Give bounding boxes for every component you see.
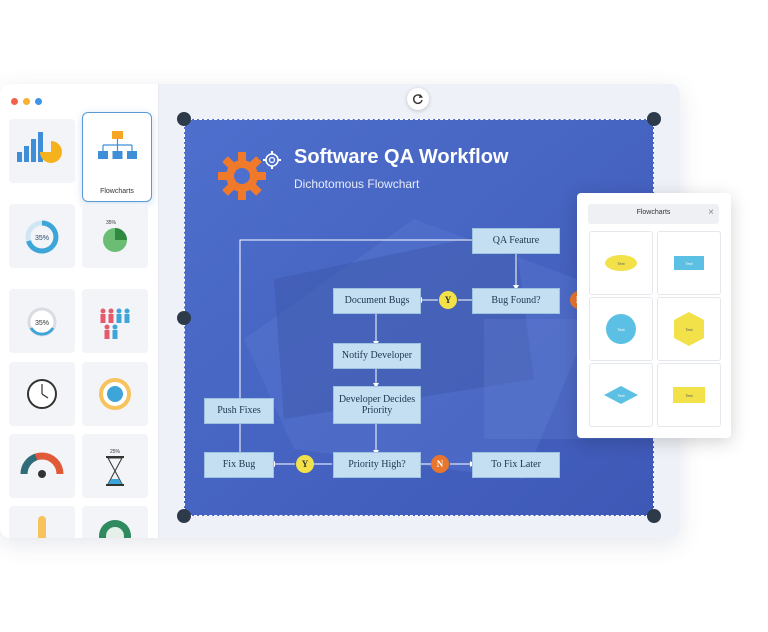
yes-marker[interactable]: Y	[439, 291, 457, 309]
svg-text:Text: Text	[617, 327, 625, 332]
rectangle-shape-icon: Text	[674, 256, 704, 270]
template-people-chart[interactable]	[82, 289, 148, 353]
pie-chart-icon: 35%	[103, 220, 127, 252]
template-thermometer[interactable]	[9, 506, 75, 538]
diamond-shape-icon: Text	[604, 386, 638, 404]
node-developer-decides[interactable]: Developer Decides Priority	[333, 386, 421, 424]
svg-text:35%: 35%	[35, 320, 49, 327]
circle-shape-icon: Text	[606, 314, 636, 344]
clock-icon	[27, 379, 57, 409]
panel-title: Flowcharts	[636, 209, 671, 216]
shape-diamond[interactable]: Text	[589, 363, 653, 427]
flowcharts-shape-panel: Flowcharts × Text Text Text Text Text	[577, 193, 731, 438]
node-document-bugs[interactable]: Document Bugs	[333, 288, 421, 314]
people-icon	[100, 308, 130, 339]
svg-text:Text: Text	[685, 327, 693, 332]
resize-handle-bottom-left[interactable]	[177, 509, 191, 523]
resize-handle-bottom-right[interactable]	[647, 509, 661, 523]
thermometer-icon	[38, 516, 46, 538]
poster-subtitle[interactable]: Dichotomous Flowchart	[294, 177, 420, 191]
small-gear-icon	[263, 151, 281, 169]
close-dot[interactable]	[11, 98, 18, 105]
shape-circle[interactable]: Text	[589, 297, 653, 361]
maximize-dot[interactable]	[35, 98, 42, 105]
shape-hexagon[interactable]: Text	[657, 297, 721, 361]
shape-rectangle-yellow[interactable]: Text	[657, 363, 721, 427]
shape-ellipse[interactable]: Text	[589, 231, 653, 295]
template-pie[interactable]: 35%	[82, 204, 148, 268]
resize-handle-left[interactable]	[177, 311, 191, 325]
resize-handle-top-right[interactable]	[647, 112, 661, 126]
flowchart-icon	[98, 131, 137, 159]
svg-text:Text: Text	[685, 261, 693, 266]
yes-marker[interactable]: Y	[296, 455, 314, 473]
template-ring-gauge[interactable]: 35%	[9, 289, 75, 353]
rotate-button[interactable]	[407, 88, 429, 110]
minimize-dot[interactable]	[23, 98, 30, 105]
rectangle-shape-icon: Text	[673, 387, 705, 403]
template-radial[interactable]	[82, 362, 148, 426]
close-icon[interactable]: ×	[708, 207, 714, 218]
template-speedometer[interactable]	[9, 434, 75, 498]
poster-background	[184, 119, 654, 516]
node-notify-developer[interactable]: Notify Developer	[333, 343, 421, 369]
node-qa-feature[interactable]: QA Feature	[472, 228, 560, 254]
ring-gauge-icon: 35%	[27, 307, 57, 337]
node-push-fixes[interactable]: Push Fixes	[204, 398, 274, 424]
node-bug-found[interactable]: Bug Found?	[472, 288, 560, 314]
hourglass-icon: 25%	[106, 449, 124, 486]
poster-title[interactable]: Software QA Workflow	[294, 146, 509, 168]
panel-header: Flowcharts ×	[588, 204, 719, 224]
template-donut[interactable]: 35%	[9, 204, 75, 268]
rotate-icon	[413, 94, 423, 104]
svg-text:35%: 35%	[106, 220, 117, 226]
gear-icon	[218, 152, 266, 200]
shape-rectangle-blue[interactable]: Text	[657, 231, 721, 295]
template-clock[interactable]	[9, 362, 75, 426]
svg-text:25%: 25%	[110, 449, 121, 455]
template-label: Flowcharts	[100, 188, 134, 195]
template-sidebar: Flowcharts 35% 35% 35%	[0, 84, 159, 538]
svg-text:Text: Text	[685, 393, 693, 398]
bar-chart-icon	[17, 132, 62, 163]
hexagon-shape-icon: Text	[674, 312, 704, 346]
svg-text:35%: 35%	[35, 235, 49, 242]
resize-handle-top-left[interactable]	[177, 112, 191, 126]
svg-text:Text: Text	[617, 261, 625, 266]
design-canvas[interactable]	[184, 119, 654, 516]
window-controls	[11, 98, 42, 105]
no-marker[interactable]: N	[431, 455, 449, 473]
ellipse-shape-icon: Text	[605, 255, 637, 271]
template-bar-chart[interactable]	[9, 119, 75, 183]
template-hourglass[interactable]: 25%	[82, 434, 148, 498]
radial-gauge-icon	[99, 378, 131, 410]
svg-text:Text: Text	[617, 393, 625, 398]
template-circle-badge[interactable]	[82, 506, 148, 538]
node-priority-high[interactable]: Priority High?	[333, 452, 421, 478]
node-to-fix-later[interactable]: To Fix Later	[472, 452, 560, 478]
donut-chart-icon: 35%	[25, 220, 59, 254]
template-flowcharts[interactable]: Flowcharts	[82, 112, 152, 202]
badge-icon	[99, 520, 131, 538]
node-fix-bug[interactable]: Fix Bug	[204, 452, 274, 478]
speedometer-icon	[20, 452, 64, 478]
